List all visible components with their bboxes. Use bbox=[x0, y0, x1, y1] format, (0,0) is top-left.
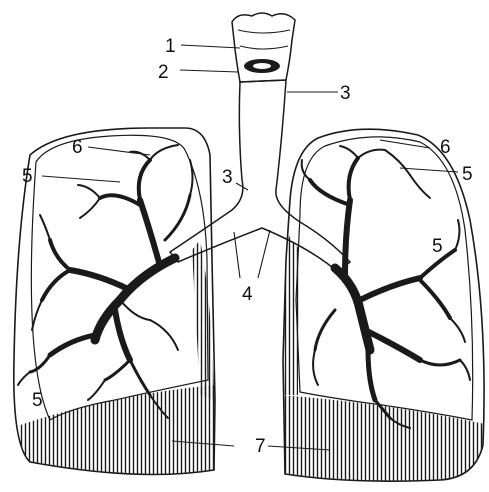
bronchi-left bbox=[18, 145, 193, 418]
label-3-trachea: 3 bbox=[340, 83, 351, 104]
label-5-right-mid: 5 bbox=[432, 236, 443, 257]
leader-lines bbox=[42, 45, 458, 450]
trachea bbox=[170, 80, 350, 272]
label-1: 1 bbox=[165, 36, 176, 57]
label-2: 2 bbox=[158, 62, 169, 83]
label-4: 4 bbox=[242, 284, 253, 305]
label-7: 7 bbox=[255, 436, 266, 457]
right-lung-surface bbox=[296, 137, 473, 420]
label-5-right-upper: 5 bbox=[462, 164, 473, 185]
label-6-left: 6 bbox=[72, 137, 83, 158]
label-5-left-lower: 5 bbox=[32, 390, 43, 411]
label-6-right: 6 bbox=[440, 137, 451, 158]
label-5-left-upper: 5 bbox=[22, 166, 33, 187]
label-3-bifurcation: 3 bbox=[222, 167, 233, 188]
bronchi-right bbox=[302, 146, 470, 428]
larynx bbox=[232, 13, 295, 82]
mediastinal-hatch bbox=[192, 235, 300, 400]
